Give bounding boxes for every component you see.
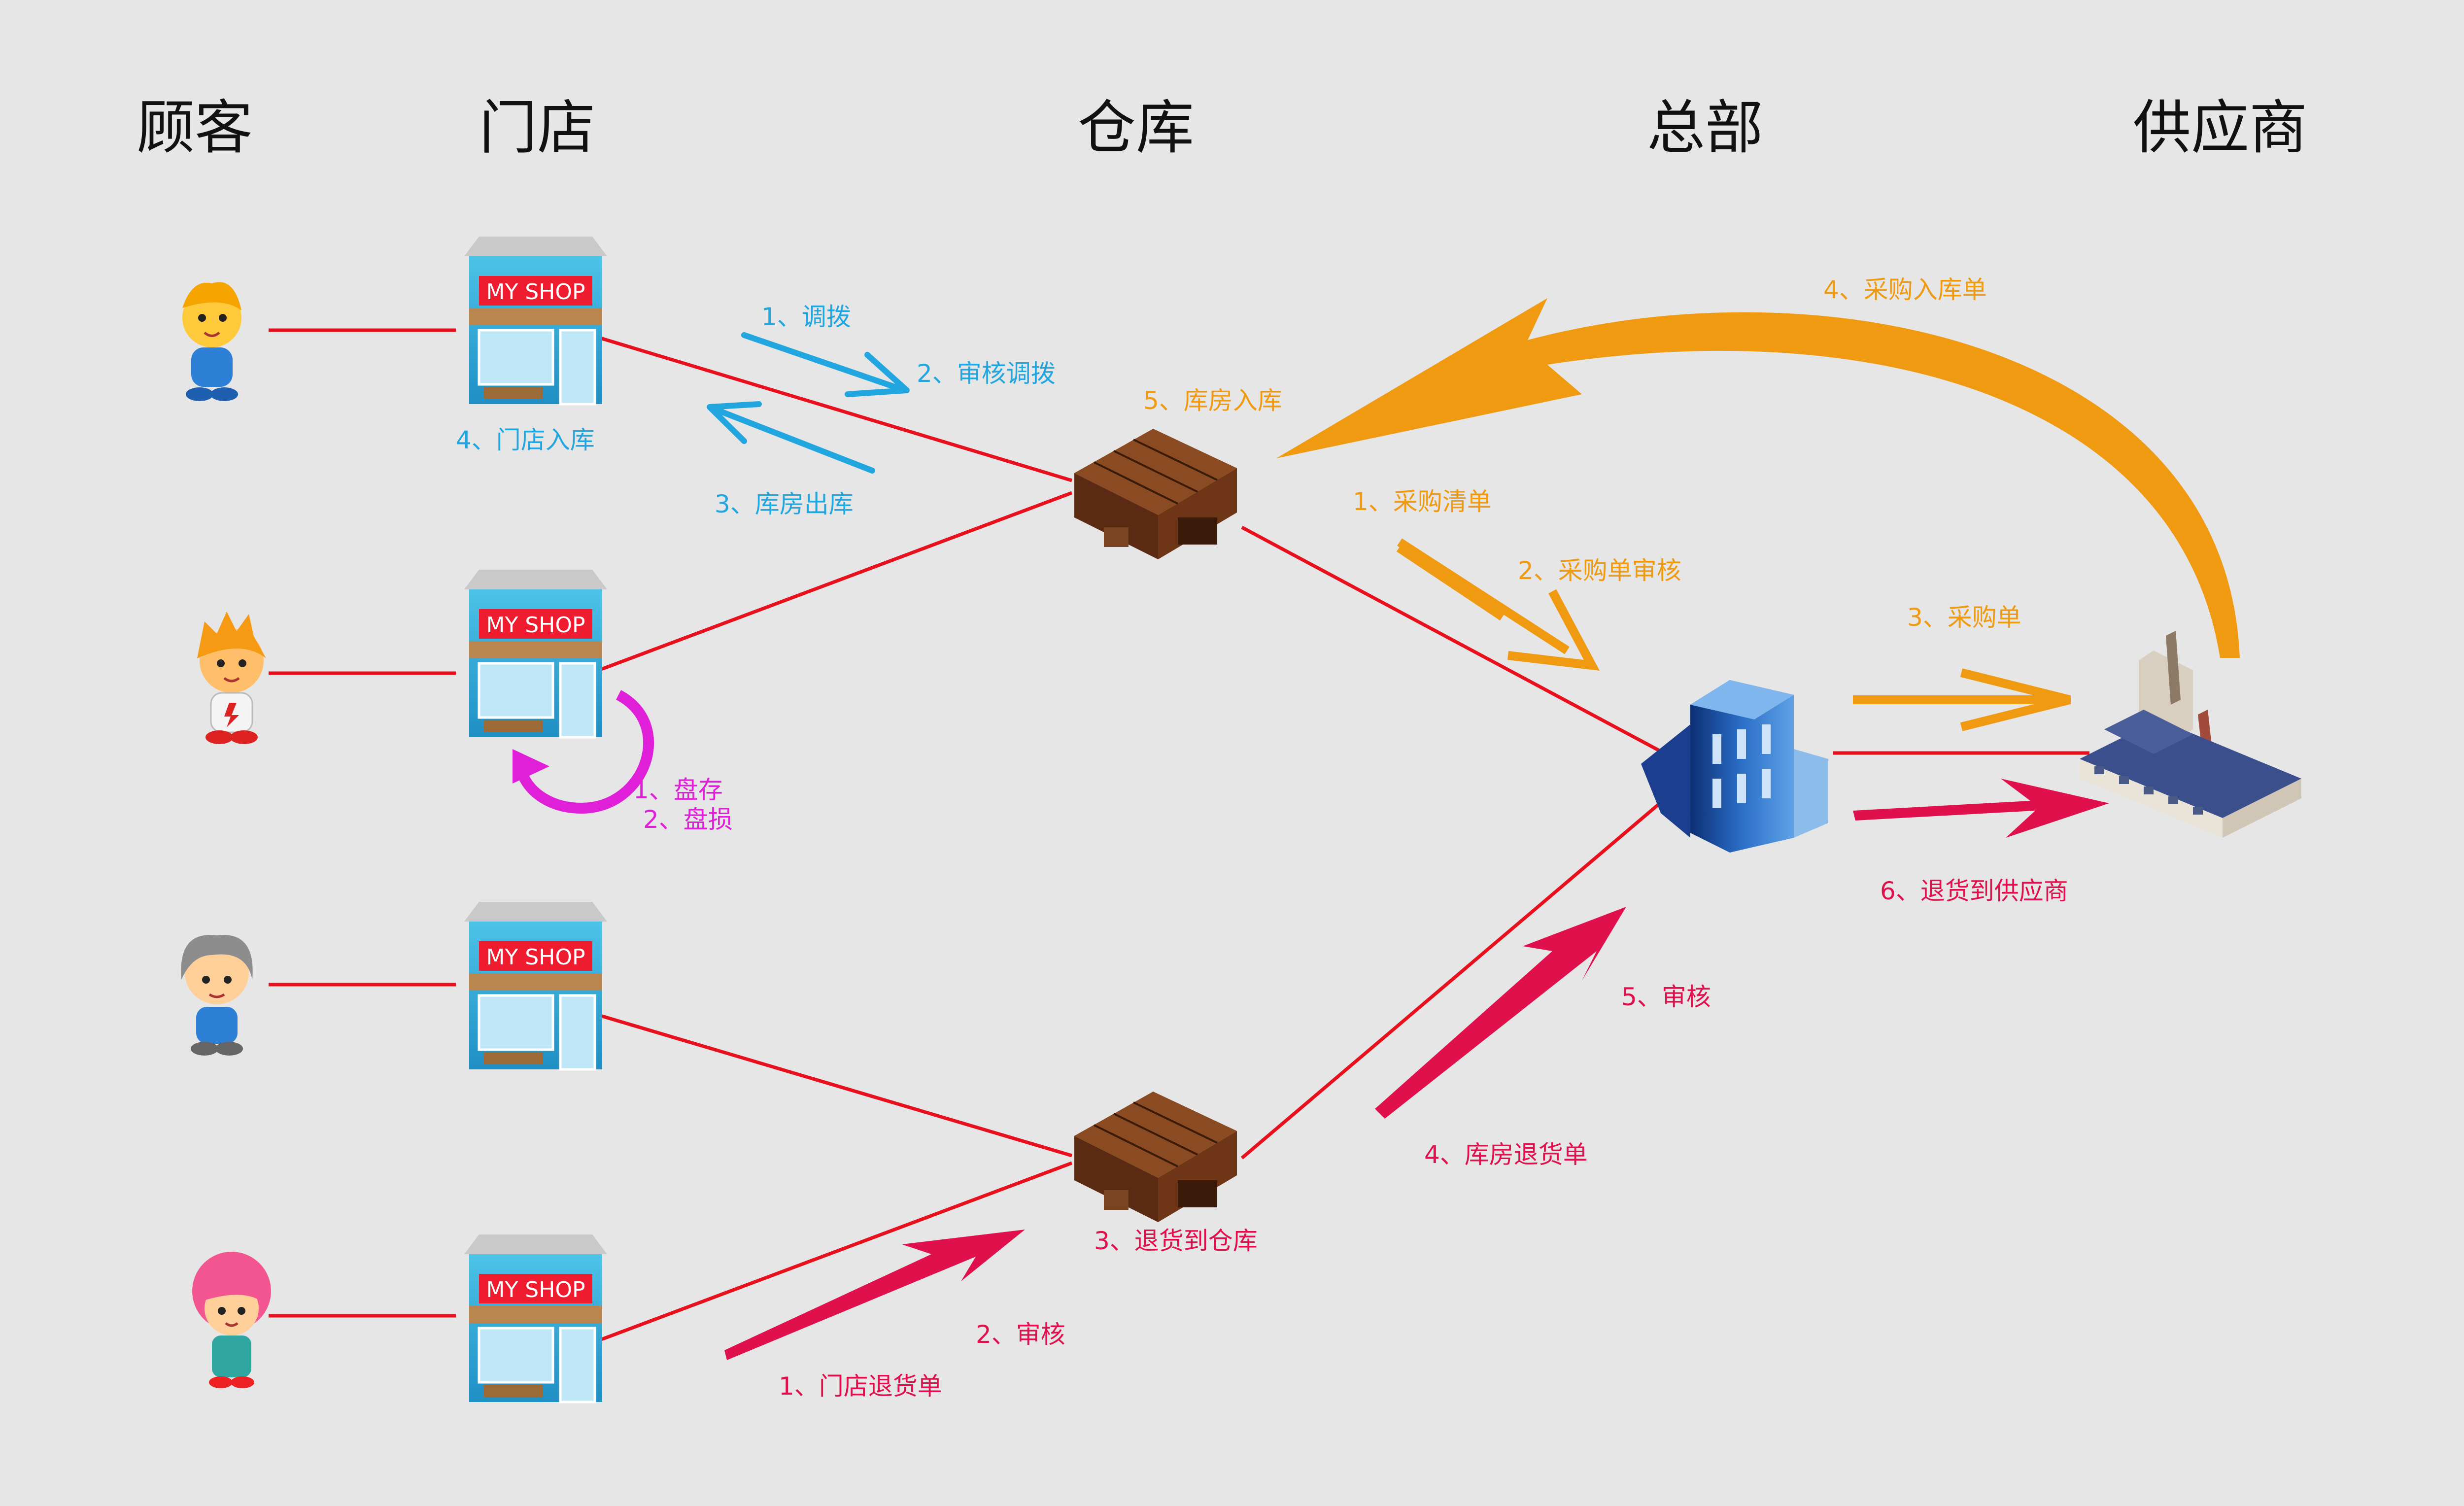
label-purchase-order: 3、采购单 (1907, 603, 2021, 632)
store-4: MY SHOP (464, 1234, 607, 1403)
line-store1-warehouse1 (598, 336, 1073, 482)
label-warehouse-outbound: 3、库房出库 (715, 490, 854, 518)
connector-lines (269, 328, 2089, 1342)
title-store: 门店 (479, 94, 595, 162)
line-store3-warehouse2 (598, 1013, 1072, 1158)
outbound-arrow-left (707, 401, 875, 474)
store-2: MY SHOP (464, 570, 607, 739)
warehouse-1 (1074, 429, 1237, 559)
column-titles: 顾客 门店 仓库 总部 供应商 (137, 94, 2307, 162)
line-warehouse2-hq (1240, 797, 1667, 1160)
shop-sign-text: MY SHOP (486, 1277, 585, 1302)
label-return-warehouse: 3、退货到仓库 (1094, 1227, 1258, 1255)
purchase-receipt-arrow (1276, 298, 2240, 658)
shop-sign-text: MY SHOP (486, 945, 585, 970)
label-store-return: 1、门店退货单 (779, 1372, 942, 1401)
label-warehouse-inbound: 5、库房入库 (1143, 386, 1282, 415)
return-arrows (724, 779, 2109, 1360)
customer-3 (181, 935, 253, 1056)
customer-1 (182, 282, 241, 401)
supplier-factory (2080, 631, 2301, 838)
inventory-loop-arrow (513, 690, 654, 814)
line-store2-warehouse1 (598, 491, 1073, 672)
label-hq-review: 5、审核 (1621, 983, 1711, 1011)
warehouse-2 (1074, 1092, 1237, 1222)
label-warehouse-return: 4、库房退货单 (1424, 1140, 1588, 1169)
title-hq: 总部 (1647, 94, 1763, 162)
transfer-arrow-right (741, 332, 910, 397)
store-3: MY SHOP (464, 902, 607, 1071)
purchase-arrows (1276, 298, 2240, 731)
shop-sign-text: MY SHOP (486, 279, 585, 305)
warehouse-return-arrow (1375, 907, 1626, 1119)
label-store-inbound: 4、门店入库 (456, 426, 595, 454)
line-store4-warehouse2 (598, 1161, 1073, 1342)
label-purchase-list: 1、采购清单 (1353, 487, 1492, 516)
title-warehouse: 仓库 (1078, 94, 1194, 162)
customer-4 (192, 1252, 271, 1388)
return-supplier-arrow (1853, 779, 2109, 838)
title-supplier: 供应商 (2133, 94, 2307, 162)
label-transfer: 1、调拨 (761, 303, 851, 331)
line-warehouse1-hq (1241, 525, 1667, 756)
label-stocktake: 1、盘存 (633, 776, 723, 804)
store-1: MY SHOP (464, 237, 607, 406)
title-customer: 顾客 (137, 94, 253, 162)
label-store-review: 2、审核 (976, 1320, 1065, 1349)
purchase-order-arrow (1853, 668, 2071, 731)
label-return-supplier: 6、退货到供应商 (1880, 877, 2068, 905)
hq-building (1641, 680, 1828, 853)
shop-sign-text: MY SHOP (486, 613, 585, 638)
flow-labels: 1、调拨 2、审核调拨 4、门店入库 3、库房出库 5、库房入库 4、采购入库单… (456, 275, 2068, 1401)
label-loss: 2、盘损 (643, 805, 733, 834)
transfer-arrows (707, 332, 910, 474)
store-return-arrow (724, 1230, 1025, 1360)
customer-2 (197, 612, 266, 744)
label-transfer-review: 2、审核调拨 (917, 359, 1056, 388)
label-purchase-review: 2、采购单审核 (1518, 556, 1681, 585)
label-purchase-receipt: 4、采购入库单 (1823, 275, 1987, 304)
